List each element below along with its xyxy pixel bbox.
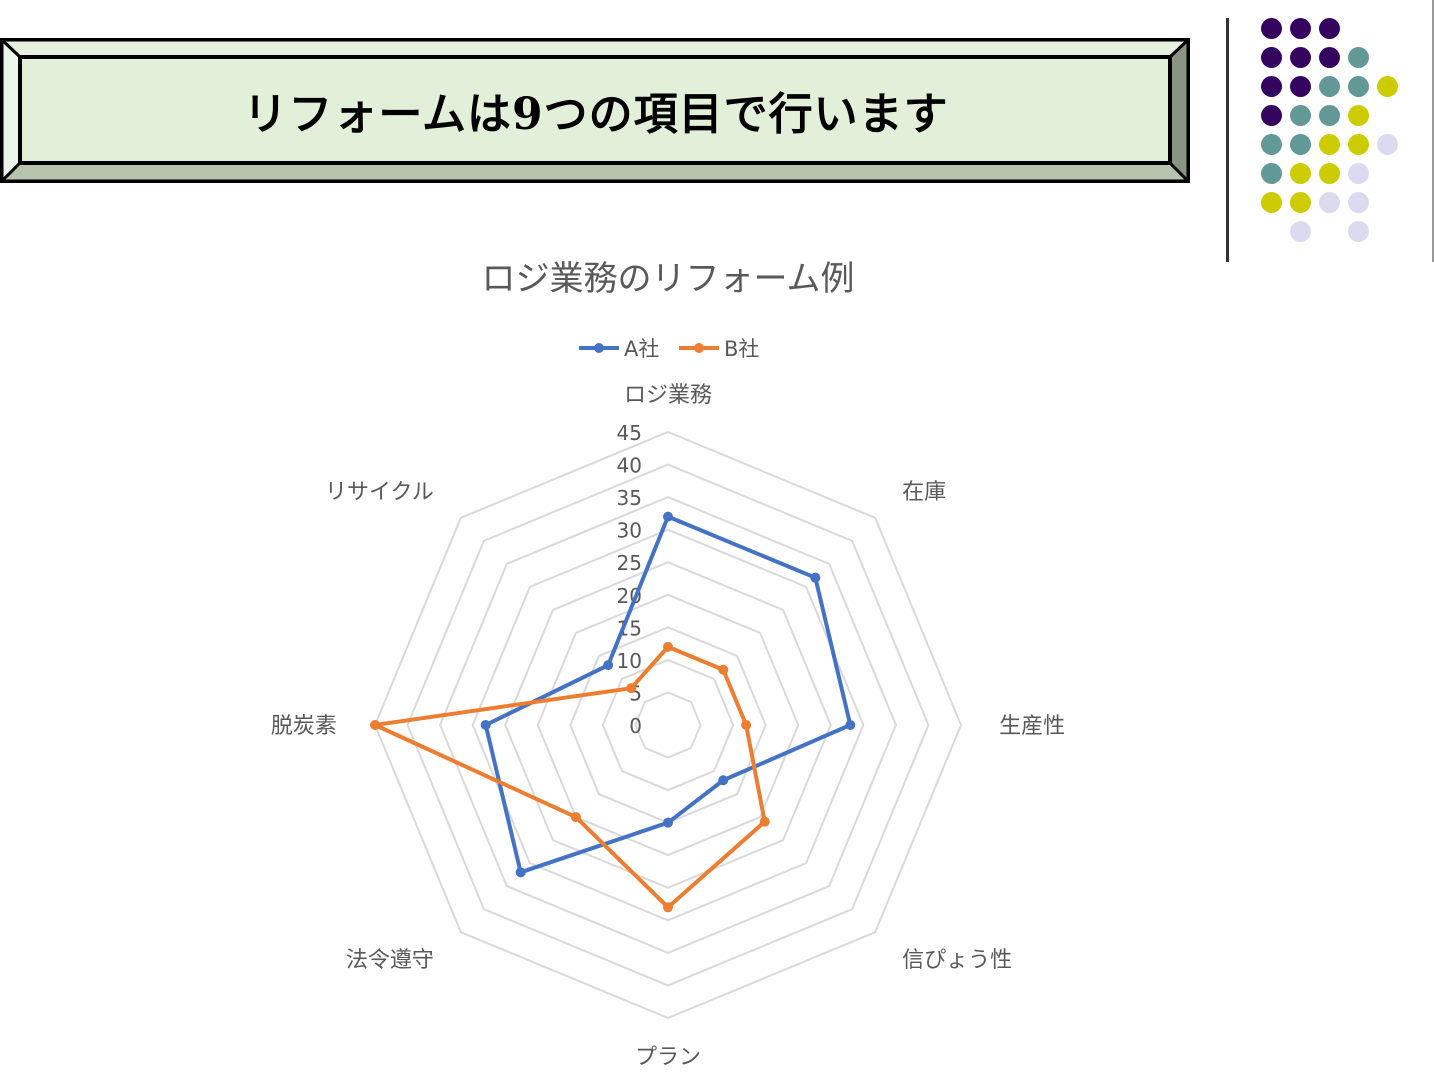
axis-tick-label: 0: [629, 714, 642, 738]
data-point: [759, 816, 770, 827]
decorative-dot: [1261, 192, 1282, 213]
decorative-dot: [1290, 76, 1311, 97]
divider-line: [1226, 18, 1229, 262]
decorative-dot: [1261, 47, 1282, 68]
decorative-dot: [1319, 192, 1340, 213]
data-point: [515, 867, 526, 878]
axis-tick-label: 45: [617, 421, 642, 445]
gridline-ring: [634, 691, 702, 759]
data-point: [603, 660, 614, 671]
decorative-dot: [1377, 134, 1398, 155]
decorative-dot: [1348, 163, 1369, 184]
decorative-dot: [1348, 76, 1369, 97]
axis-tick-label: 40: [617, 454, 642, 478]
data-point: [663, 641, 673, 652]
axis-tick-label: 35: [617, 486, 642, 510]
decorative-dot: [1319, 76, 1340, 97]
data-point: [570, 812, 581, 823]
decorative-dot: [1290, 163, 1311, 184]
decorative-dot: [1290, 47, 1311, 68]
data-point: [663, 511, 673, 522]
slide-title: リフォームは9つの項目で行います: [243, 89, 949, 140]
legend-item-a: A社: [579, 337, 659, 361]
category-label: リサイクル: [325, 480, 434, 505]
data-point: [741, 720, 752, 730]
decorative-dot: [1290, 192, 1311, 213]
category-label: 信ぴょう性: [902, 948, 1012, 973]
data-point: [718, 775, 729, 786]
data-point: [626, 683, 637, 694]
decorative-dot: [1348, 47, 1369, 68]
decorative-dot: [1290, 134, 1311, 155]
edge-line: [1432, 0, 1434, 262]
decorative-dot: [1319, 47, 1340, 68]
data-point: [480, 720, 491, 730]
decorative-dot: [1261, 76, 1282, 97]
category-label: 在庫: [902, 480, 946, 505]
decorative-dot: [1290, 18, 1311, 39]
decorative-dot: [1377, 76, 1398, 97]
axis-tick-label: 30: [617, 519, 642, 543]
legend-label-b: B社: [724, 337, 759, 361]
axis-tick-label: 10: [617, 649, 642, 673]
decorative-dot: [1319, 105, 1340, 126]
data-point: [845, 720, 856, 730]
decorative-dot: [1261, 18, 1282, 39]
gridline-ring: [504, 561, 832, 889]
category-label: プラン: [635, 1045, 701, 1070]
legend-label-a: A社: [624, 337, 659, 361]
decorative-dot: [1261, 105, 1282, 126]
gridline-ring: [406, 463, 930, 987]
legend-item-b: B社: [679, 337, 759, 361]
data-point: [810, 572, 821, 583]
decorative-dot: [1348, 105, 1369, 126]
gridline-ring: [601, 658, 735, 792]
data-point: [370, 720, 380, 730]
legend: A社 B社: [579, 337, 759, 361]
title-banner: [0, 38, 1190, 183]
decorative-dot: [1290, 221, 1311, 242]
gridline-ring: [536, 593, 800, 857]
decorative-dot: [1261, 163, 1282, 184]
decorative-dot: [1261, 134, 1282, 155]
decorative-dot: [1290, 105, 1311, 126]
decorative-dot: [1348, 134, 1369, 155]
decorative-dot: [1319, 18, 1340, 39]
category-label: 法令遵守: [346, 948, 434, 973]
data-point: [718, 664, 729, 675]
gridline-ring: [471, 528, 865, 922]
decorative-dot: [1348, 221, 1369, 242]
decorative-dot: [1319, 134, 1340, 155]
data-point: [663, 817, 673, 828]
decorative-dot: [1319, 163, 1340, 184]
gridline-ring: [373, 430, 963, 1020]
data-point: [663, 902, 673, 913]
decorative-dot: [1348, 192, 1369, 213]
category-label: ロジ業務: [624, 383, 712, 408]
chart-title: ロジ業務のリフォーム例: [482, 259, 855, 299]
category-label: 脱炭素: [271, 714, 337, 739]
category-label: 生産性: [999, 714, 1065, 739]
axis-tick-label: 25: [617, 551, 642, 575]
gridline-ring: [569, 626, 767, 824]
gridline-ring: [439, 496, 897, 954]
